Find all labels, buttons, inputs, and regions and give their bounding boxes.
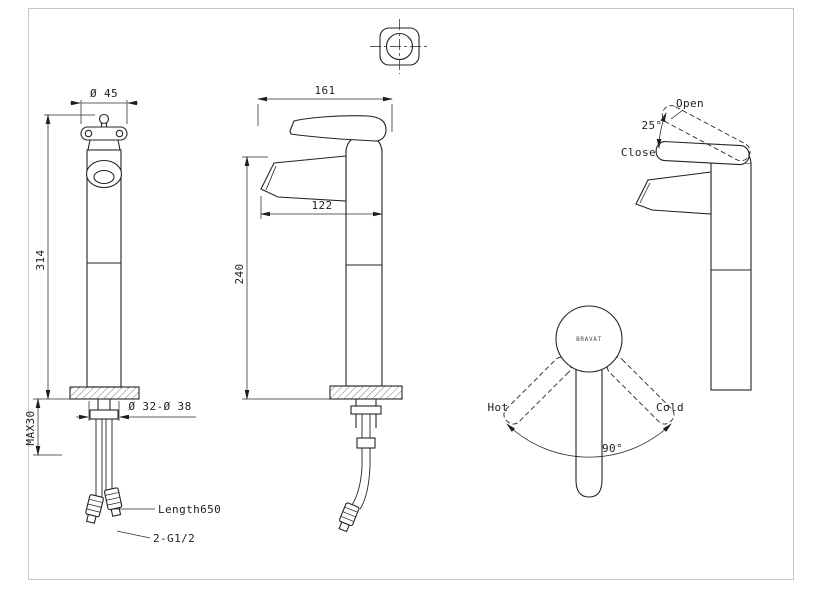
rotation-angle-arc (506, 423, 672, 458)
spout-right (635, 171, 712, 215)
lever-open-phantom (661, 105, 751, 162)
handle-knob-top (555, 305, 623, 373)
supply-hose-side (351, 466, 371, 510)
hose-connector-left (85, 494, 104, 524)
open-label: Open (676, 97, 704, 110)
spout-side (260, 155, 347, 202)
hose-connector-side (338, 502, 360, 533)
thread-size-label: 2-G1/2 (153, 532, 195, 545)
open-leader-line (670, 109, 684, 120)
hot-label: Hot (487, 401, 508, 414)
dim-max-thickness-label: MAX30 (24, 410, 37, 445)
hose-length-label: Length650 (158, 503, 221, 516)
close-label: Close (621, 146, 656, 159)
plan-symbol (370, 19, 429, 74)
front-view (69, 113, 140, 524)
faucet-body-side (345, 149, 383, 387)
drawing-border (28, 8, 794, 580)
hose-connector-right (103, 487, 123, 517)
dim-total-height-label: 314 (34, 249, 47, 270)
handle-rotation-view (503, 305, 675, 498)
lever-side (289, 115, 387, 142)
dim-mount-hole-label: Ø 32-Ø 38 (128, 400, 191, 413)
handle-angle-view (635, 105, 752, 391)
dim-spout-reach-label: 122 (311, 199, 332, 212)
lever-closed (655, 141, 750, 166)
side-view (260, 115, 403, 533)
mounting-nut-front (89, 409, 119, 420)
base-escutcheon-front (69, 386, 140, 400)
faucet-body-front (86, 149, 122, 388)
dim-top-diameter-label: Ø 45 (90, 87, 118, 100)
handle-pin (98, 113, 110, 125)
lever-front (80, 126, 128, 141)
open-angle-label: 25° (641, 119, 662, 132)
side-view-dimensions (242, 96, 393, 400)
handle-hot-phantom (503, 356, 572, 425)
center-lines (370, 19, 429, 74)
rotation-angle-label: 90° (602, 442, 623, 455)
front-view-dimensions (33, 100, 196, 539)
handle-cold-phantom (606, 356, 675, 425)
handle-stem-top (575, 352, 603, 498)
dim-spout-height-label: 240 (233, 263, 246, 284)
brand-label: BRAVAT (576, 336, 602, 343)
faucet-body-right (710, 162, 752, 391)
mounting-nut-side (350, 405, 382, 415)
open-angle-arc (656, 112, 667, 149)
cold-label: Cold (656, 401, 684, 414)
supply-hoses-front (95, 419, 113, 497)
base-escutcheon-side (329, 385, 403, 400)
dim-overall-width-label: 161 (314, 84, 335, 97)
